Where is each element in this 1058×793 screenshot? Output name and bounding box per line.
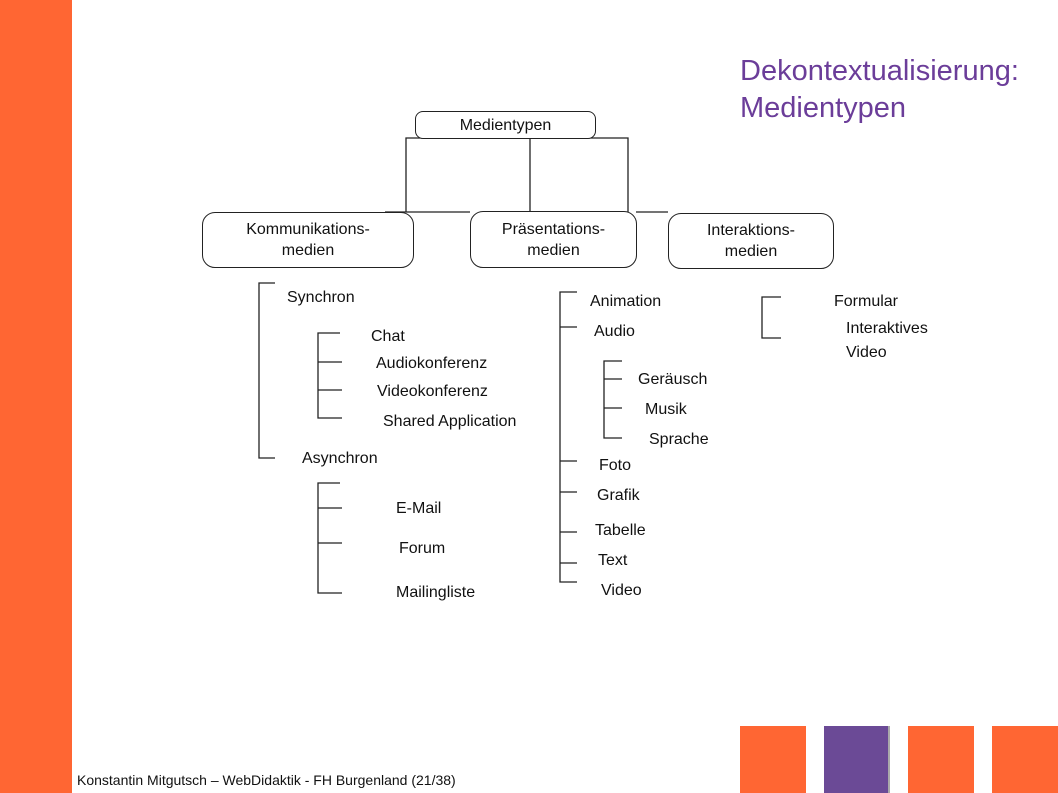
node-foto: Foto (599, 457, 632, 474)
node-musik: Musik (645, 401, 687, 418)
node-formular: Formular (834, 293, 899, 310)
node-video: Video (601, 582, 642, 599)
node-interaktives-video-line1: Interaktives (846, 320, 928, 337)
node-tabelle: Tabelle (595, 522, 646, 539)
node-shared-application: Shared Application (383, 413, 517, 430)
category-node-kommunikationsmedien: Kommunikations- medien (202, 212, 414, 268)
root-node-label: Medientypen (459, 116, 552, 134)
slide-title-line2: Medientypen (740, 92, 907, 124)
node-asynchron: Asynchron (302, 450, 378, 467)
node-audiokonferenz: Audiokonferenz (376, 355, 488, 372)
category-praesentation-label-line2: medien (527, 241, 580, 259)
node-interaktives-video-line2: Video (846, 344, 887, 361)
slide-title-line1: Dekontextualisierung: (740, 55, 1019, 87)
slide-title: Dekontextualisierung: Medientypen (740, 53, 1019, 127)
node-chat: Chat (371, 328, 405, 345)
root-node-medientypen: Medientypen (415, 111, 596, 139)
category-kommunikation-label-line1: Kommunikations- (246, 221, 370, 238)
orange-sidebar-bar (0, 0, 72, 793)
category-kommunikation-label-line2: medien (281, 242, 335, 259)
node-forum: Forum (399, 540, 446, 557)
decorative-square-orange-2 (908, 726, 974, 793)
node-audio: Audio (594, 323, 635, 340)
node-grafik: Grafik (597, 487, 640, 504)
category-node-interaktionsmedien: Interaktions- medien (668, 213, 834, 269)
category-node-praesentationsmedien: Präsentations- medien (470, 211, 637, 268)
node-text: Text (598, 552, 628, 569)
footer-credit: Konstantin Mitgutsch – WebDidaktik - FH … (77, 772, 456, 788)
node-videokonferenz: Videokonferenz (377, 383, 488, 400)
node-e-mail: E-Mail (396, 500, 442, 517)
node-mailingliste: Mailingliste (396, 584, 476, 601)
node-sprache: Sprache (649, 431, 709, 448)
decorative-square-orange-3 (992, 726, 1058, 793)
node-animation: Animation (590, 293, 662, 310)
category-praesentation-label-line1: Präsentations- (501, 220, 606, 238)
decorative-square-orange-1 (740, 726, 806, 793)
node-synchron: Synchron (287, 289, 355, 306)
category-interaktion-label-line2: medien (724, 243, 778, 260)
decorative-square-purple (824, 726, 890, 793)
node-geraeusch: Geräusch (638, 371, 708, 388)
category-interaktion-label-line1: Interaktions- (706, 222, 796, 239)
